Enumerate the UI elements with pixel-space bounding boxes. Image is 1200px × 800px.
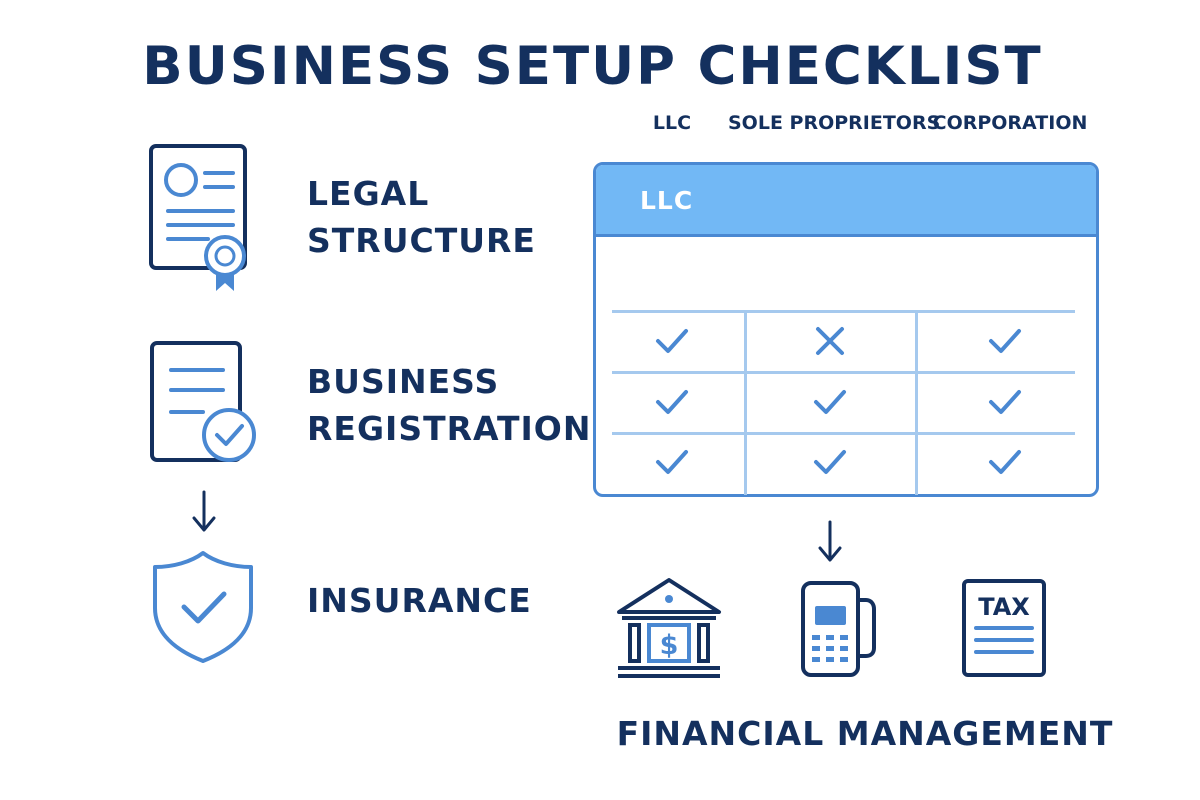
shield-check-icon <box>151 550 255 664</box>
step-business-registration-label: BUSINESS REGISTRATION <box>307 358 591 452</box>
tax-form-icon: TAX <box>961 578 1047 678</box>
table-column-divider <box>744 310 747 495</box>
table-column-divider <box>915 310 918 495</box>
arrow-down-icon <box>817 520 843 564</box>
arrow-down-icon <box>191 490 217 534</box>
check-icon <box>652 326 692 356</box>
table-divider <box>612 310 1075 313</box>
column-header-llc: LLC <box>652 112 692 134</box>
card-terminal-icon <box>800 580 880 680</box>
step-legal-line2: STRUCTURE <box>307 221 536 260</box>
step-registration-line1: BUSINESS <box>307 362 500 401</box>
column-header-sole-proprietors: SOLE PROPRIETORS <box>728 112 941 134</box>
cross-icon <box>810 326 850 356</box>
check-icon <box>985 387 1025 417</box>
tax-label: TAX <box>978 593 1030 621</box>
check-icon <box>985 447 1025 477</box>
step-legal-line1: LEGAL <box>307 174 430 213</box>
table-divider <box>612 371 1075 374</box>
bank-icon: $ <box>614 575 724 680</box>
step-registration-line2: REGISTRATION <box>307 409 592 448</box>
check-icon <box>810 447 850 477</box>
check-icon <box>985 326 1025 356</box>
check-icon <box>652 387 692 417</box>
column-header-corporation: CORPORATION <box>932 112 1088 134</box>
step-legal-structure-label: LEGAL STRUCTURE <box>307 170 536 264</box>
certificate-icon <box>148 143 253 293</box>
table-divider <box>612 432 1075 435</box>
table-header-bar: LLC <box>596 165 1096 237</box>
table-header-title: LLC <box>640 186 694 215</box>
step-insurance-label: INSURANCE <box>307 581 532 620</box>
comparison-table: LLC <box>593 162 1099 497</box>
document-check-icon <box>149 340 264 465</box>
check-icon <box>810 387 850 417</box>
check-icon <box>652 447 692 477</box>
page-title: BUSINESS SETUP CHECKLIST <box>142 36 1043 97</box>
dollar-symbol: $ <box>660 630 679 661</box>
financial-management-label: FINANCIAL MANAGEMENT <box>616 714 1114 753</box>
